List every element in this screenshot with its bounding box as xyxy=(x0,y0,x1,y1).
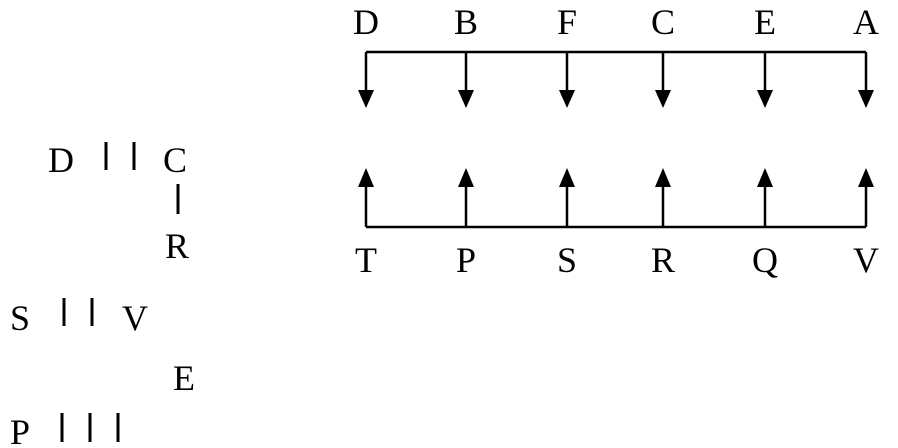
note1-left: D xyxy=(48,140,74,180)
up-arrow-icon xyxy=(559,168,575,187)
down-arrow-icon xyxy=(458,90,474,108)
bottom-row-arrows xyxy=(358,168,874,227)
down-arrow-icon xyxy=(358,90,374,108)
top-label: A xyxy=(853,2,879,42)
down-arrow-icon xyxy=(655,90,671,108)
top-label: F xyxy=(557,2,577,42)
up-arrow-icon xyxy=(458,168,474,187)
note2-below: E xyxy=(173,358,195,398)
note1-below: R xyxy=(165,226,189,266)
bottom-label: T xyxy=(355,240,377,280)
top-row-arrows xyxy=(358,52,874,108)
up-arrow-icon xyxy=(858,168,874,187)
down-arrow-icon xyxy=(559,90,575,108)
bottom-label: S xyxy=(557,240,577,280)
down-arrow-icon xyxy=(757,90,773,108)
note2-right: V xyxy=(122,298,148,338)
note3-left: P xyxy=(10,412,30,448)
up-arrow-icon xyxy=(757,168,773,187)
top-label: C xyxy=(651,2,675,42)
bottom-label: V xyxy=(853,240,879,280)
up-arrow-icon xyxy=(655,168,671,187)
down-arrow-icon xyxy=(858,90,874,108)
bottom-label: Q xyxy=(752,240,778,280)
left-notes: D C R S V E P xyxy=(10,140,195,448)
note1-right: C xyxy=(163,140,187,180)
bottom-label: R xyxy=(651,240,675,280)
top-label: E xyxy=(754,2,776,42)
note2-left: S xyxy=(10,298,30,338)
up-arrow-icon xyxy=(358,168,374,187)
top-label: B xyxy=(454,2,478,42)
top-label: D xyxy=(353,2,379,42)
bottom-label: P xyxy=(456,240,476,280)
